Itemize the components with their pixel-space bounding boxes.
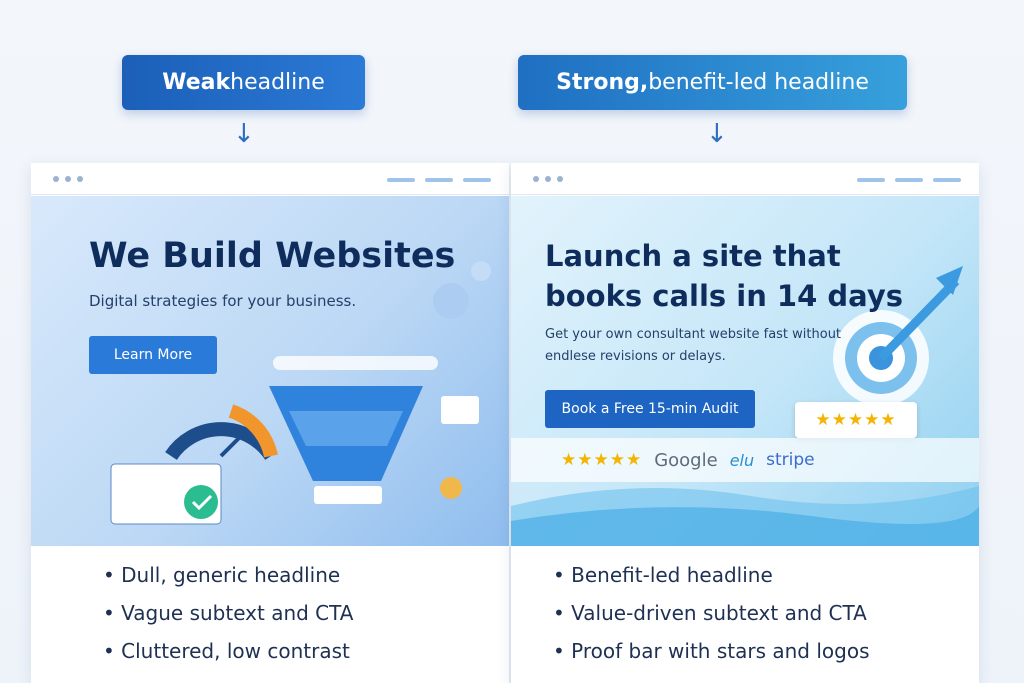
illustration-graphics — [110, 261, 491, 525]
window-dots-icon — [53, 176, 83, 182]
label-bold: Strong, — [556, 70, 649, 95]
weak-points-list: Dull, generic headline Vague subtext and… — [103, 563, 354, 677]
star-rating-icon: ★★★★★ — [561, 450, 643, 470]
subtext: Digital strategies for your business. — [89, 292, 357, 310]
list-item: Proof bar with stars and logos — [553, 639, 869, 663]
menu-lines-icon — [387, 178, 491, 182]
hero-section: We Build Websites Digital strategies for… — [31, 196, 509, 546]
down-arrow-icon: ↓ — [233, 119, 255, 149]
elu-logo: elu — [729, 450, 755, 470]
window-dots-icon — [533, 176, 563, 182]
weak-headline-label: Weak headline — [122, 55, 365, 110]
list-item: Value-driven subtext and CTA — [553, 601, 870, 625]
strong-example-panel: Launch a site that books calls in 14 day… — [511, 163, 979, 683]
list-item: Dull, generic headline — [103, 563, 354, 587]
weak-example-panel: We Build Websites Digital strategies for… — [31, 163, 509, 683]
down-arrow-icon: ↓ — [706, 119, 728, 149]
stripe-logo: stripe — [766, 450, 815, 470]
browser-bar — [511, 163, 979, 195]
headline: We Build Websites — [89, 236, 456, 276]
star-rating-icon: ★★★★★ — [815, 410, 897, 430]
proof-bar: ★★★★★ Google elu stripe — [511, 438, 979, 482]
strong-headline-label: Strong, benefit-led headline — [518, 55, 907, 110]
list-item: Vague subtext and CTA — [103, 601, 353, 625]
list-item: Cluttered, low contrast — [103, 639, 354, 663]
illustration-graphics — [511, 266, 979, 546]
review-card: ★★★★★ — [795, 402, 917, 438]
label-rest: benefit-led headline — [648, 70, 869, 95]
menu-lines-icon — [857, 178, 961, 182]
google-logo: Google — [654, 449, 718, 471]
headline: Launch a site that books calls in 14 day… — [545, 239, 903, 313]
hero-section: Launch a site that books calls in 14 day… — [511, 196, 979, 546]
label-rest: headline — [230, 70, 325, 95]
label-bold: Weak — [162, 70, 231, 95]
learn-more-button[interactable]: Learn More — [89, 336, 217, 374]
list-item: Benefit-led headline — [553, 563, 870, 587]
subtext: Get your own consultant website fast wit… — [545, 327, 842, 364]
book-audit-button[interactable]: Book a Free 15-min Audit — [545, 390, 755, 428]
strong-points-list: Benefit-led headline Value-driven subtex… — [553, 563, 870, 677]
browser-bar — [31, 163, 509, 195]
